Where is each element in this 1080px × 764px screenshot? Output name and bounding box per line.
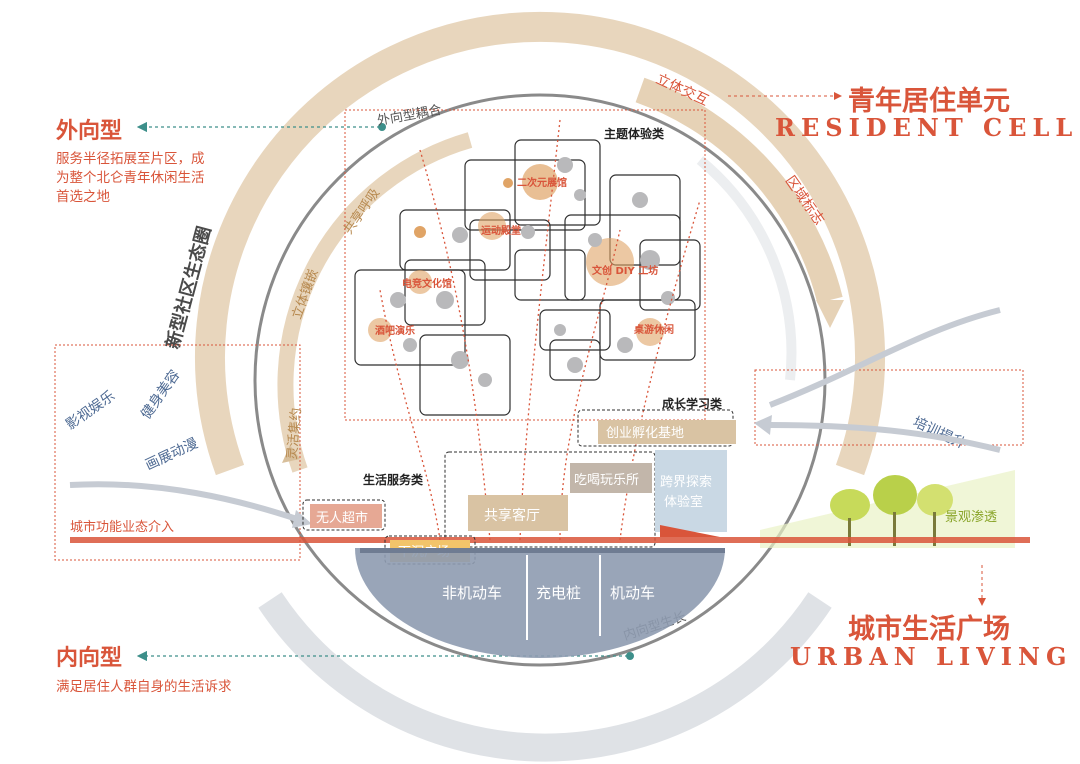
startup-label: 创业孵化基地 bbox=[606, 426, 684, 441]
parking-bike: 非机动车 bbox=[442, 584, 502, 602]
growth-category-label: 成长学习类 bbox=[662, 396, 723, 411]
spot-sports: 运动殿堂 bbox=[481, 224, 521, 237]
spot-anime: 二次元展馆 bbox=[517, 176, 567, 189]
resident-en: RESIDENT CELL bbox=[775, 113, 1078, 142]
inward-desc: 满足居住人群自身的生活诉求 bbox=[56, 679, 232, 695]
explore-label-1: 跨界探索 bbox=[660, 475, 712, 490]
city-intro-bar bbox=[70, 537, 1030, 543]
theme-spot-labels: 二次元展馆 运动殿堂 文创 DIY 工坊 电竞文化馆 酒吧演乐 桌游休闲 bbox=[375, 176, 674, 337]
side-item-fitness: 健身美容 bbox=[137, 367, 183, 423]
right-dotted-box bbox=[754, 369, 1024, 446]
parking-car: 机动车 bbox=[610, 584, 655, 602]
service-category-label: 生活服务类 bbox=[363, 472, 424, 487]
flexible-label: 灵活集约 bbox=[284, 407, 304, 460]
resident-cell-title: 青年居住单元 RESIDENT CELL bbox=[728, 85, 1078, 142]
outward-coupling-label: 外向型耦合 bbox=[376, 102, 443, 129]
outer-ring bbox=[195, 11, 885, 762]
urban-en: URBAN LIVING bbox=[790, 642, 1072, 671]
explore-box bbox=[655, 450, 727, 532]
side-items: 影视娱乐 健身美容 画展动漫 bbox=[63, 367, 200, 474]
spot-diy: 文创 DIY 工坊 bbox=[592, 264, 658, 277]
inward-title: 内向型 bbox=[56, 645, 122, 671]
resident-cn: 青年居住单元 bbox=[848, 85, 1010, 117]
side-item-film: 影视娱乐 bbox=[63, 388, 118, 433]
parking-charge: 充电桩 bbox=[536, 584, 581, 602]
outward-annotation: 外向型 服务半径拓展至片区，成 为整个北仑青年休闲生活 首选之地 bbox=[56, 118, 386, 205]
landscape-label: 景观渗透 bbox=[945, 510, 997, 525]
urban-living-title: 城市生活广场 URBAN LIVING bbox=[790, 565, 1072, 671]
startup-box bbox=[598, 420, 736, 444]
left-dotted-box bbox=[54, 344, 301, 561]
supermarket-label: 无人超市 bbox=[316, 510, 368, 526]
interactive-arc-arrow bbox=[635, 77, 843, 304]
city-intro-label: 城市功能业态介入 bbox=[70, 519, 174, 535]
tree-icon bbox=[830, 489, 870, 521]
urban-cn: 城市生活广场 bbox=[848, 613, 1010, 645]
side-item-art: 画展动漫 bbox=[143, 435, 201, 473]
landscape-trees: 景观渗透 bbox=[760, 470, 1015, 548]
theme-dotted-box bbox=[344, 109, 706, 421]
spot-bar: 酒吧演乐 bbox=[375, 324, 415, 337]
inward-annotation: 内向型 满足居住人群自身的生活诉求 bbox=[56, 645, 634, 695]
supermarket-box bbox=[310, 504, 382, 528]
spot-esports: 电竞文化馆 bbox=[402, 277, 452, 290]
outward-title: 外向型 bbox=[56, 118, 122, 144]
theme-dots bbox=[368, 157, 675, 387]
outward-desc-3: 首选之地 bbox=[56, 189, 110, 205]
food-fun-label: 吃喝玩乐所 bbox=[574, 472, 639, 488]
outward-desc-1: 服务半径拓展至片区，成 bbox=[56, 151, 205, 167]
spot-boardgame: 桌游休闲 bbox=[633, 323, 674, 336]
explore-label-2: 体验室 bbox=[664, 494, 703, 510]
shared-lounge-label: 共享客厅 bbox=[484, 507, 540, 524]
shared-lounge-box bbox=[468, 495, 568, 531]
tree-icon bbox=[873, 475, 917, 515]
tree-icon bbox=[917, 484, 953, 516]
food-fun-box bbox=[570, 463, 652, 493]
outward-desc-2: 为整个北仑青年休闲生活 bbox=[56, 170, 205, 186]
parking-bowl: 非机动车 充电桩 机动车 bbox=[355, 548, 725, 658]
theme-category-label: 主题体验类 bbox=[604, 126, 665, 141]
